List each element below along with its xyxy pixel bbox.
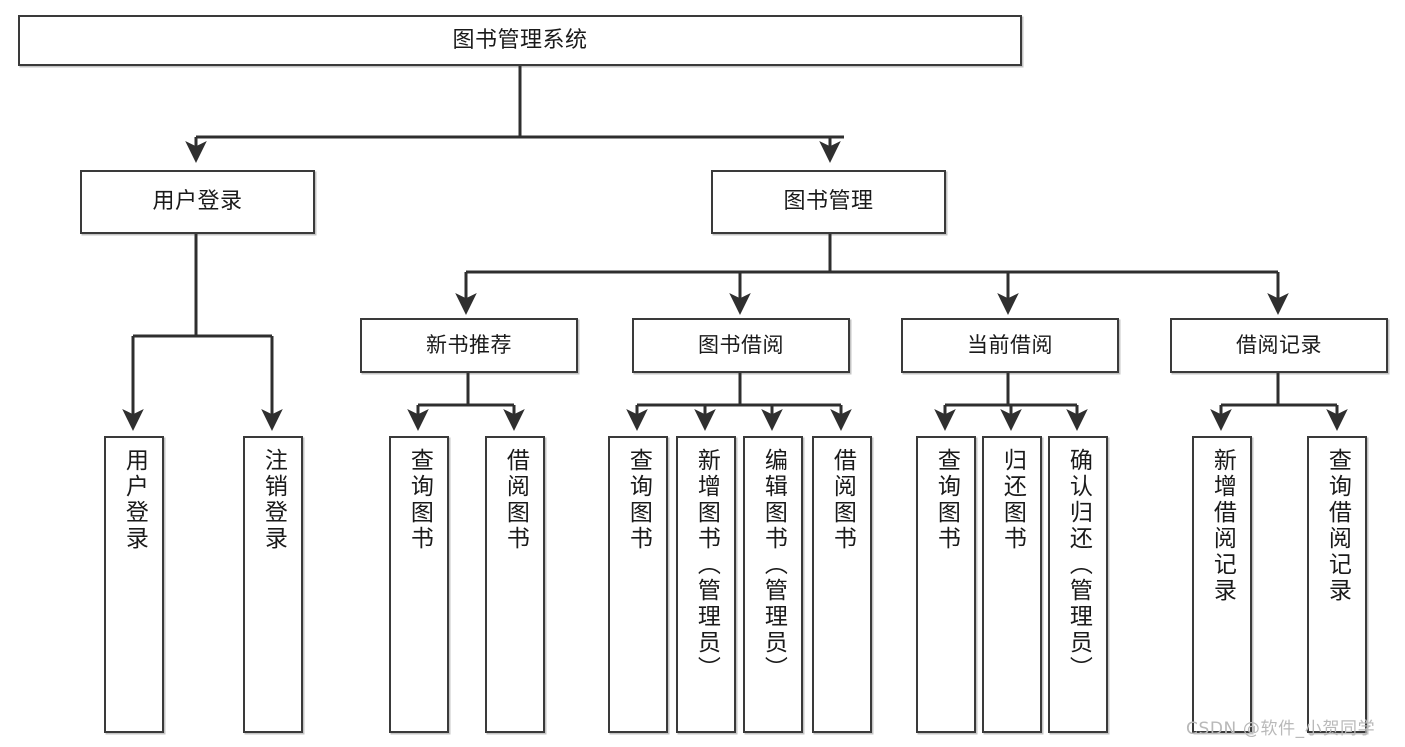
node-label: 确认归还（管理员）	[1065, 448, 1092, 682]
node-label: 当前借阅	[967, 333, 1053, 358]
node-leaf-edit-book[interactable]: 编辑图书（管理员）	[743, 436, 803, 733]
node-leaf-user-logout[interactable]: 注销登录	[243, 436, 303, 733]
node-label: 图书借阅	[698, 333, 784, 358]
node-label: 编辑图书（管理员）	[760, 448, 787, 682]
csdn-watermark: CSDN @软件_小贺同学	[1186, 719, 1376, 739]
node-user-login[interactable]: 用户登录	[80, 170, 315, 234]
node-label: 用户登录	[152, 189, 243, 215]
node-current-borrow[interactable]: 当前借阅	[901, 318, 1119, 373]
node-book-borrow[interactable]: 图书借阅	[632, 318, 850, 373]
node-label: 借阅图书	[829, 448, 856, 552]
node-label: 归还图书	[999, 448, 1026, 552]
node-label: 借阅图书	[502, 448, 529, 552]
node-leaf-confirm-return[interactable]: 确认归还（管理员）	[1048, 436, 1108, 733]
node-leaf-user-login[interactable]: 用户登录	[104, 436, 164, 733]
node-book-management[interactable]: 图书管理	[711, 170, 946, 234]
node-leaf-borrow-book-2[interactable]: 借阅图书	[812, 436, 872, 733]
node-label: 查询图书	[406, 448, 433, 552]
node-leaf-query-book-1[interactable]: 查询图书	[389, 436, 449, 733]
node-new-book-recommend[interactable]: 新书推荐	[360, 318, 578, 373]
node-label: 新书推荐	[426, 333, 512, 358]
node-leaf-query-book-2[interactable]: 查询图书	[608, 436, 668, 733]
node-leaf-return-book[interactable]: 归还图书	[982, 436, 1042, 733]
node-label: 用户登录	[121, 448, 148, 552]
node-borrow-record[interactable]: 借阅记录	[1170, 318, 1388, 373]
node-label: 新增图书（管理员）	[693, 448, 720, 682]
node-label: 借阅记录	[1236, 333, 1322, 358]
node-label: 图书管理	[783, 189, 874, 215]
node-leaf-add-record[interactable]: 新增借阅记录	[1192, 436, 1252, 733]
node-leaf-query-book-3[interactable]: 查询图书	[916, 436, 976, 733]
node-leaf-query-record[interactable]: 查询借阅记录	[1307, 436, 1367, 733]
node-label: 查询借阅记录	[1324, 448, 1351, 604]
node-leaf-add-book[interactable]: 新增图书（管理员）	[676, 436, 736, 733]
node-label: 查询图书	[625, 448, 652, 552]
node-root-book-management-system[interactable]: 图书管理系统	[18, 15, 1022, 66]
node-label: 新增借阅记录	[1209, 448, 1236, 604]
node-label: 查询图书	[933, 448, 960, 552]
node-label: 图书管理系统	[452, 27, 588, 53]
node-leaf-borrow-book-1[interactable]: 借阅图书	[485, 436, 545, 733]
node-label: 注销登录	[260, 448, 287, 552]
